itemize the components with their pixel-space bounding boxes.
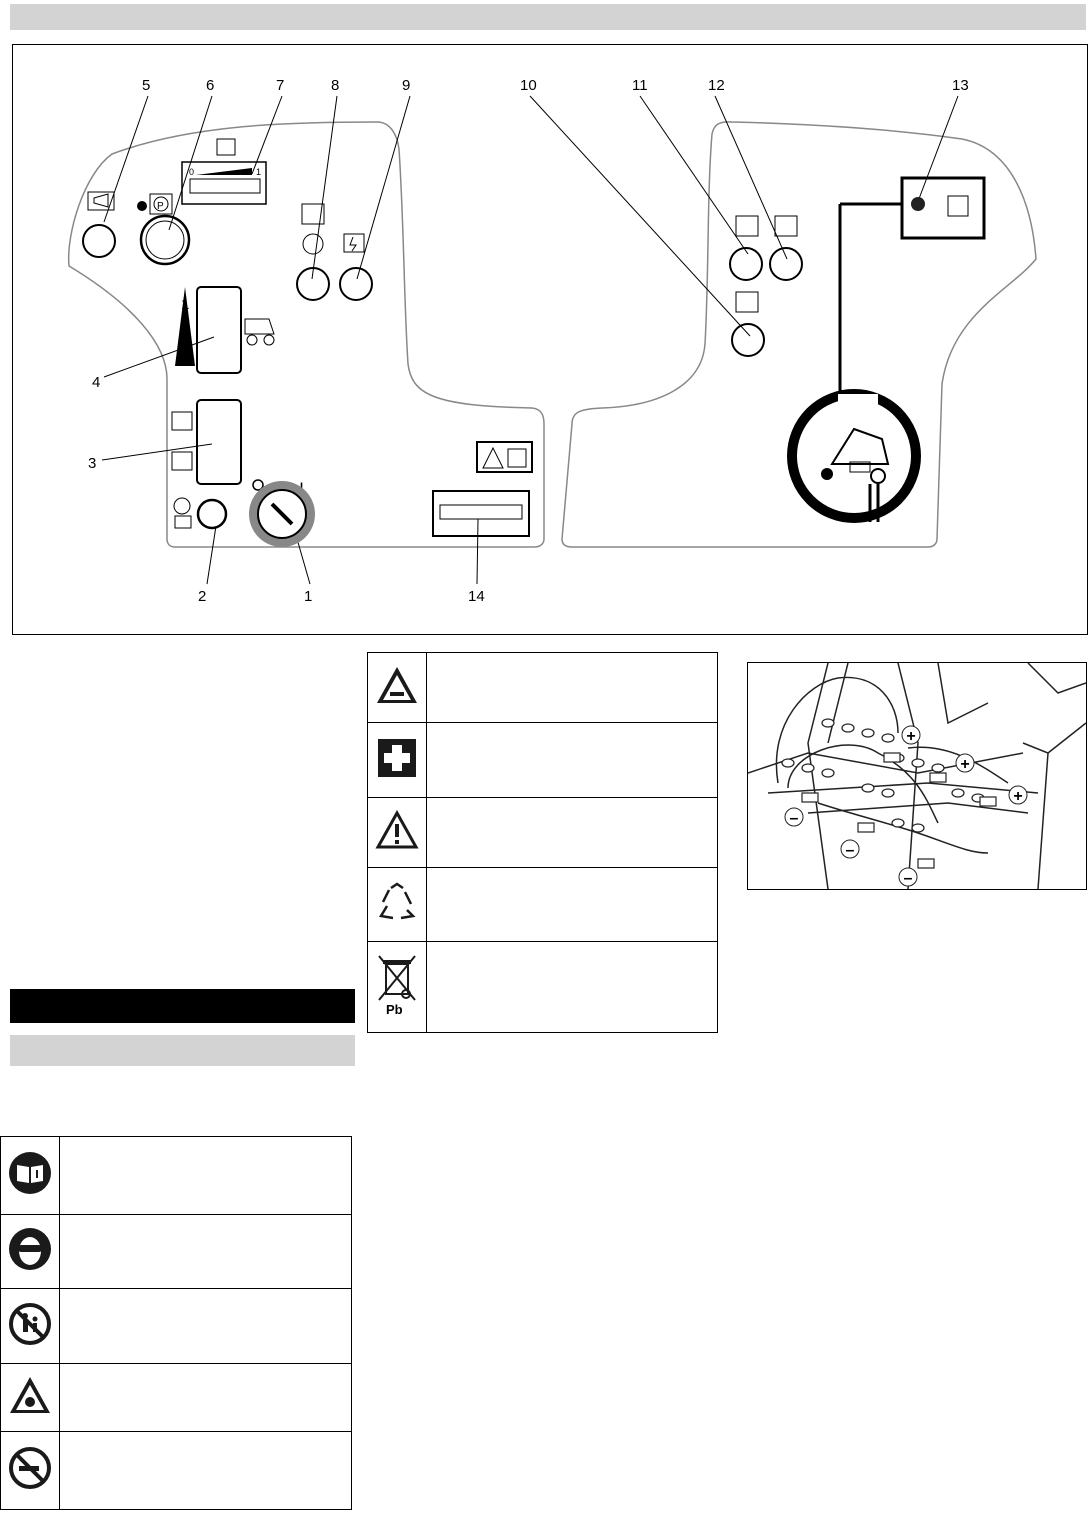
operation-button [173, 497, 228, 530]
symbol-description [426, 797, 718, 868]
callout-9: 9 [402, 77, 410, 94]
section-heading-gray [10, 1035, 355, 1066]
callout-11: 11 [632, 77, 648, 94]
symbol-description [426, 941, 718, 1033]
light-button [729, 215, 763, 281]
symbol-description [59, 1288, 352, 1364]
first-aid-icon [378, 738, 416, 777]
table-row [0, 1288, 352, 1364]
lift-button [769, 215, 803, 281]
no-children-icon [9, 1302, 51, 1345]
symbol-description [426, 867, 718, 942]
safety-symbols-table [0, 1136, 352, 1510]
key-on-label: I [300, 481, 303, 493]
section-heading-black [10, 989, 355, 1023]
no-household-waste-icon: Pb [378, 954, 416, 1017]
general-warning-icon [375, 809, 419, 849]
key-switch: I [249, 479, 315, 547]
corrosive-warning-icon [377, 667, 417, 703]
callout-2: 2 [198, 588, 206, 605]
right-panel-outline [561, 121, 1037, 548]
svg-text:P: P [157, 201, 164, 212]
table-row [367, 797, 718, 868]
callout-1: 1 [304, 588, 312, 605]
negative-terminal-label: – [790, 810, 799, 827]
table-row [0, 1214, 352, 1289]
table-row [0, 1363, 352, 1432]
table-row [0, 1136, 352, 1215]
symbol-description [426, 722, 718, 798]
gauge-min-label: 0 [189, 167, 194, 177]
hazard-symbols-table: Pb [367, 652, 718, 1033]
eye-protection-icon [9, 1228, 51, 1270]
horn-button [82, 191, 116, 258]
warning-sticker [476, 441, 533, 473]
battery-gauge: 0 1 [181, 138, 267, 205]
table-row: Pb [367, 941, 718, 1033]
type-plate [432, 490, 530, 537]
control-panel-figure: 5 6 7 8 9 10 11 12 13 4 3 2 1 14 P [67, 77, 1037, 605]
table-row [367, 867, 718, 942]
battery-wiring-illustration: + + + – – – [747, 662, 1087, 890]
left-panel-outline [67, 121, 545, 548]
speed-level-2: 2 [181, 321, 189, 338]
direction-switch [171, 399, 242, 485]
callout-8: 8 [331, 77, 339, 94]
callout-12: 12 [708, 77, 725, 94]
control-panel-figure-frame [12, 44, 1088, 635]
machine-status-emblem [787, 389, 921, 523]
speed-level-1: 1 [181, 296, 189, 313]
symbol-description [59, 1214, 352, 1289]
symbol-description [59, 1363, 352, 1432]
negative-terminal-label: – [904, 870, 913, 887]
power-boost-button [339, 233, 373, 301]
gauge-max-label: 1 [256, 167, 261, 177]
callout-4: 4 [92, 374, 100, 391]
symbol-description [59, 1136, 352, 1215]
recycling-icon [378, 882, 416, 920]
table-row [367, 722, 718, 798]
symbol-description [59, 1431, 352, 1510]
callout-3: 3 [88, 455, 96, 472]
positive-terminal-label: + [1013, 788, 1022, 805]
speed-switch: 1 2 3 [175, 286, 275, 374]
section-header-bar [10, 4, 1086, 30]
callout-6: 6 [206, 77, 214, 94]
table-row [367, 652, 718, 723]
callout-5: 5 [142, 77, 150, 94]
pb-label: Pb [386, 1002, 403, 1017]
parking-brake-button: P [137, 193, 191, 266]
no-smoking-icon [9, 1447, 51, 1489]
positive-terminal-label: + [960, 756, 969, 773]
read-manual-icon [9, 1152, 51, 1194]
callout-13: 13 [952, 77, 969, 94]
callout-7: 7 [276, 77, 284, 94]
battery-wiring-figure: + + + – – – [747, 662, 1087, 890]
indicator-box [838, 176, 986, 399]
speed-level-3: 3 [181, 345, 189, 362]
callout-14: 14 [468, 588, 485, 605]
callout-10: 10 [520, 77, 537, 94]
brush-speed-button [296, 203, 330, 301]
table-row [0, 1431, 352, 1510]
negative-terminal-label: – [846, 842, 855, 859]
water-button [731, 291, 765, 357]
symbol-description [426, 652, 718, 723]
positive-terminal-label: + [906, 728, 915, 745]
explosive-warning-icon [10, 1377, 50, 1413]
